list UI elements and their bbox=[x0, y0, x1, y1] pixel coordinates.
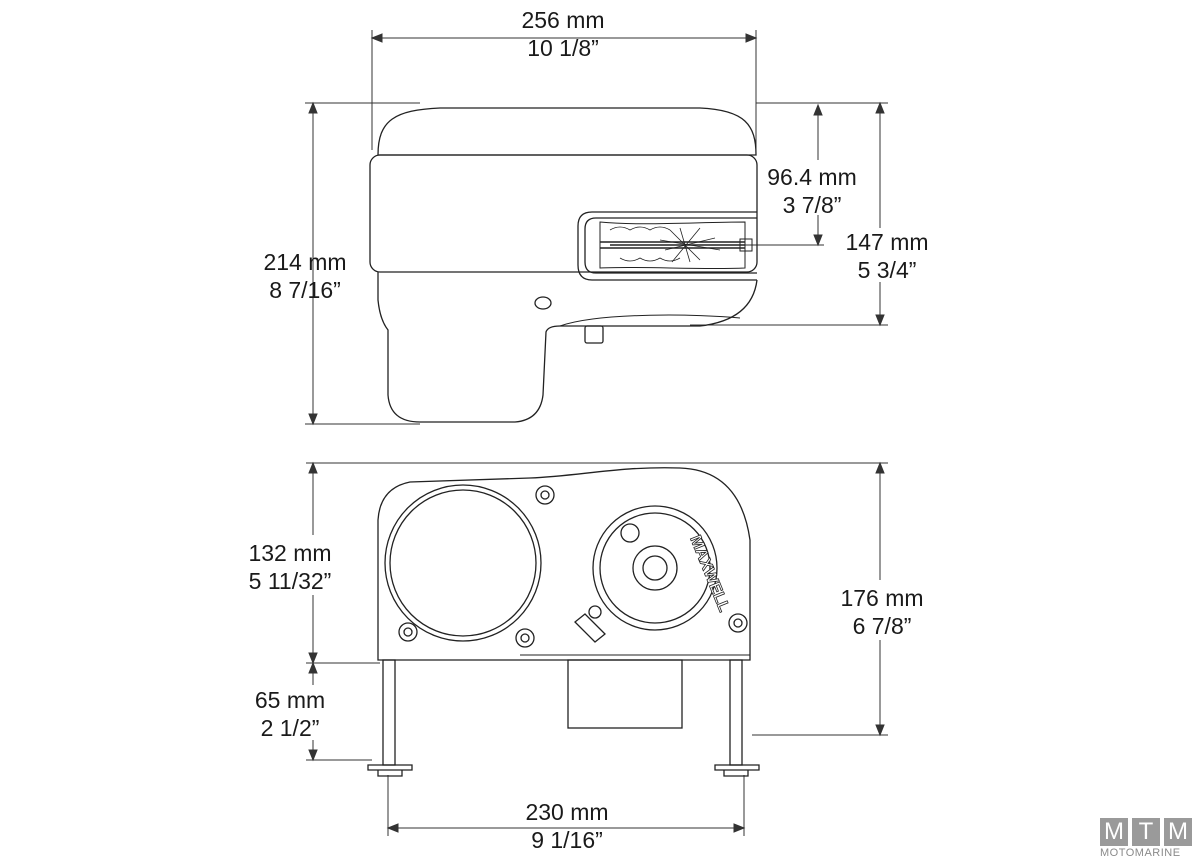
front-view-dimensions bbox=[306, 461, 888, 836]
winch-side-view bbox=[369, 107, 758, 423]
logo-letter: M bbox=[1164, 818, 1192, 846]
maxwell-brand-mark: MAXWELL bbox=[686, 533, 732, 615]
motomarine-logo: M T M MOTOMARINE bbox=[1100, 818, 1196, 859]
logo-letter: T bbox=[1132, 818, 1160, 846]
logo-letter: M bbox=[1100, 818, 1128, 846]
top-view-dimensions bbox=[305, 30, 888, 426]
logo-name: MOTOMARINE bbox=[1100, 847, 1181, 859]
bolt-icon bbox=[398, 485, 748, 648]
winch-front-view: MAXWELL bbox=[367, 467, 760, 777]
